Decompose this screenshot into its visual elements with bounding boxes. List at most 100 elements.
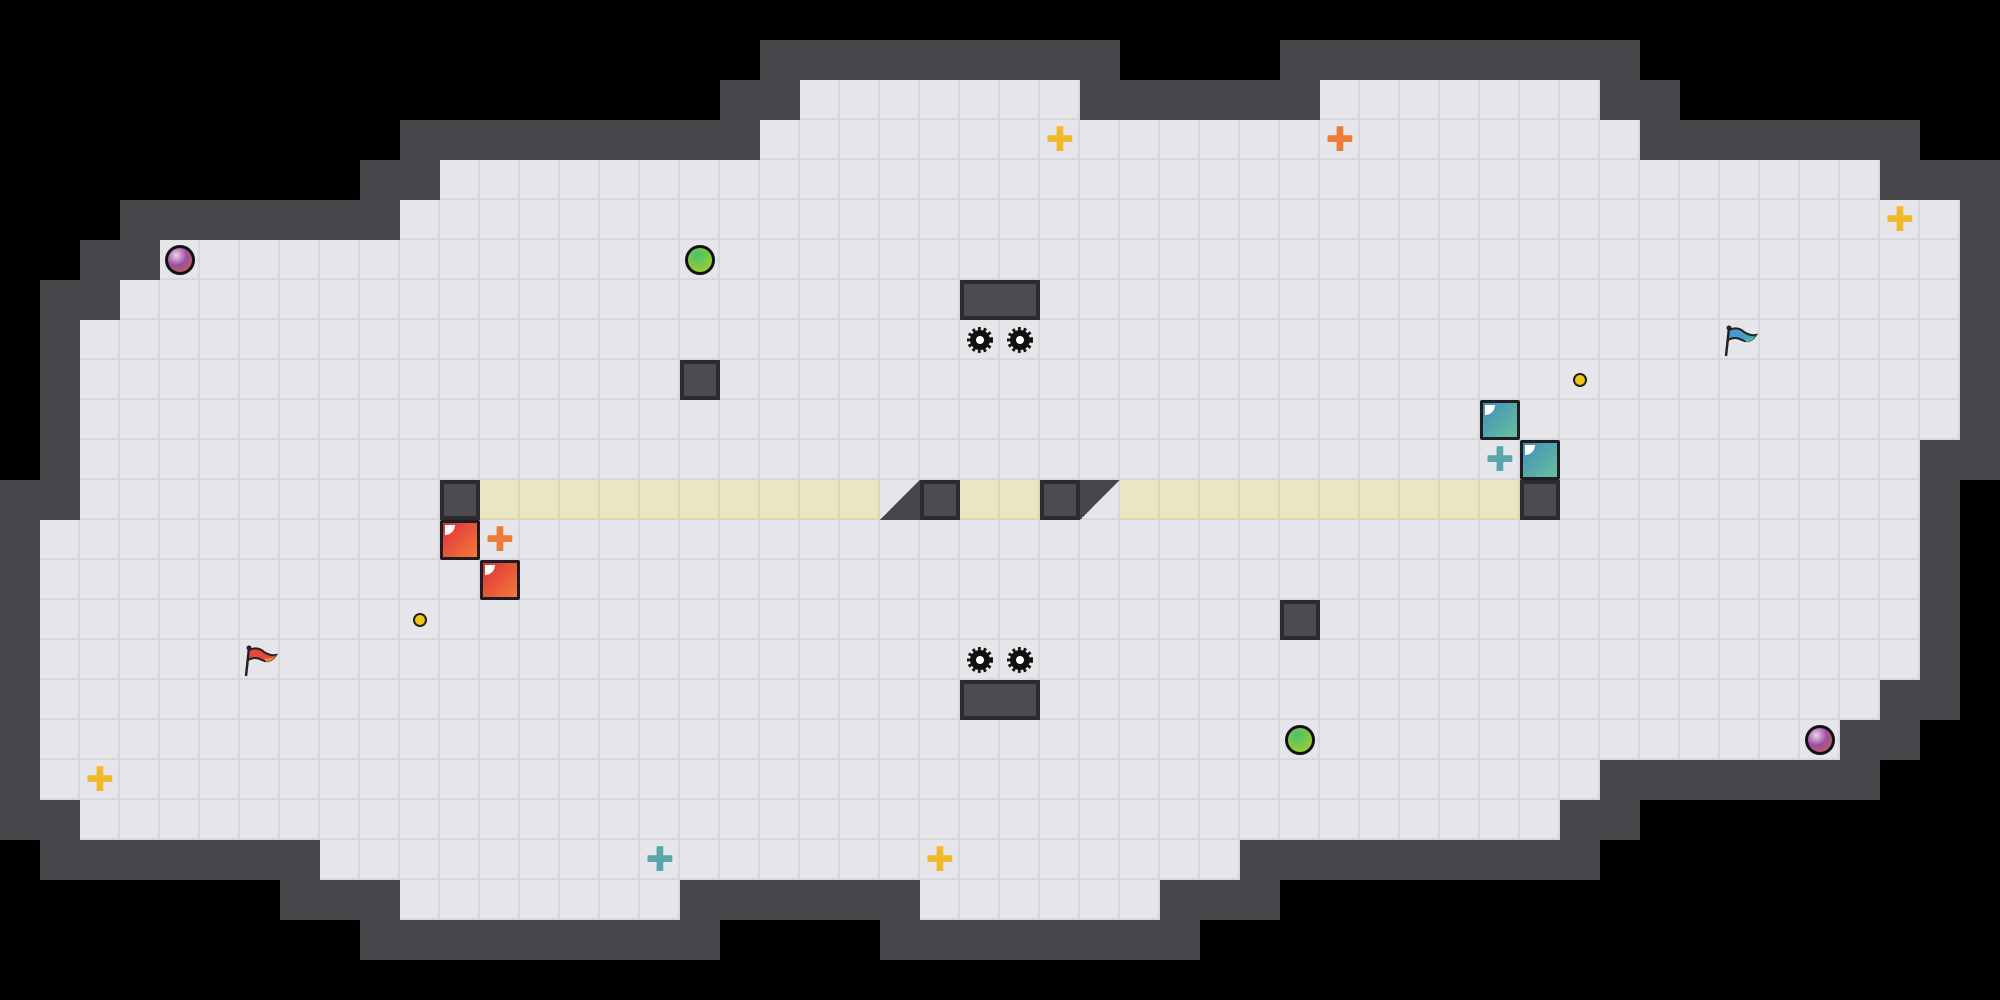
wall-tile bbox=[1800, 760, 1840, 800]
teal-crate[interactable] bbox=[1520, 440, 1560, 480]
floor-tile bbox=[1360, 440, 1400, 480]
spike-gear-icon bbox=[960, 320, 1000, 360]
wall-tile bbox=[200, 200, 240, 240]
floor-tile bbox=[840, 800, 880, 840]
floor-tile bbox=[480, 800, 520, 840]
floor-tile bbox=[240, 600, 280, 640]
floor-tile bbox=[800, 400, 840, 440]
floor-tile bbox=[880, 280, 920, 320]
floor-tile bbox=[1400, 440, 1440, 480]
move-cross-icon[interactable]: ✚ bbox=[925, 840, 955, 880]
floor-tile bbox=[1520, 360, 1560, 400]
floor-tile bbox=[160, 800, 200, 840]
floor-tile bbox=[1160, 800, 1200, 840]
floor-tile bbox=[1760, 720, 1800, 760]
floor-tile bbox=[1080, 880, 1120, 920]
floor-tile bbox=[560, 720, 600, 760]
floor-tile bbox=[1520, 800, 1560, 840]
floor-tile bbox=[1080, 440, 1120, 480]
green-ball-icon[interactable] bbox=[685, 245, 715, 275]
floor-tile bbox=[1680, 720, 1720, 760]
red-crate[interactable] bbox=[440, 520, 480, 560]
floor-tile bbox=[1720, 160, 1760, 200]
floor-tile bbox=[200, 520, 240, 560]
blue-flag-icon[interactable] bbox=[1720, 320, 1760, 360]
floor-tile bbox=[1200, 600, 1240, 640]
floor-tile bbox=[1880, 200, 1920, 240]
floor-tile bbox=[560, 160, 600, 200]
floor-tile bbox=[1840, 440, 1880, 480]
move-cross-icon[interactable]: ✚ bbox=[1485, 440, 1515, 480]
floor-tile bbox=[240, 320, 280, 360]
wall-tile bbox=[1560, 800, 1600, 840]
floor-tile bbox=[560, 200, 600, 240]
floor-tile bbox=[760, 440, 800, 480]
floor-tile bbox=[1280, 680, 1320, 720]
coin-icon[interactable] bbox=[413, 613, 427, 627]
bomb-orb-icon[interactable] bbox=[165, 245, 195, 275]
laser-band-tile bbox=[720, 480, 760, 520]
floor-tile bbox=[1480, 560, 1520, 600]
floor-tile bbox=[520, 440, 560, 480]
floor-tile bbox=[1040, 400, 1080, 440]
floor-tile bbox=[840, 200, 880, 240]
red-flag-icon[interactable] bbox=[240, 640, 280, 680]
floor-tile bbox=[1200, 520, 1240, 560]
floor-tile bbox=[1120, 760, 1160, 800]
move-cross-icon[interactable]: ✚ bbox=[1045, 120, 1075, 160]
floor-tile bbox=[400, 280, 440, 320]
wall-tile bbox=[600, 120, 640, 160]
floor-tile bbox=[400, 560, 440, 600]
floor-tile bbox=[360, 680, 400, 720]
floor-tile bbox=[320, 440, 360, 480]
floor-tile bbox=[720, 640, 760, 680]
floor-tile bbox=[1240, 400, 1280, 440]
floor-tile bbox=[760, 280, 800, 320]
red-crate[interactable] bbox=[480, 560, 520, 600]
floor-tile bbox=[400, 480, 440, 520]
floor-tile bbox=[1040, 240, 1080, 280]
move-cross-icon[interactable]: ✚ bbox=[1325, 120, 1355, 160]
wall-tile bbox=[1880, 680, 1920, 720]
floor-tile bbox=[440, 640, 480, 680]
coin-icon[interactable] bbox=[1573, 373, 1587, 387]
green-ball-icon[interactable] bbox=[1285, 725, 1315, 755]
floor-tile bbox=[240, 400, 280, 440]
teal-crate[interactable] bbox=[1480, 400, 1520, 440]
floor-tile bbox=[880, 200, 920, 240]
floor-tile bbox=[600, 200, 640, 240]
floor-tile bbox=[1520, 80, 1560, 120]
floor-tile bbox=[520, 520, 560, 560]
wall-tile bbox=[1520, 840, 1560, 880]
floor-tile bbox=[240, 240, 280, 280]
floor-tile bbox=[240, 720, 280, 760]
floor-tile bbox=[1680, 200, 1720, 240]
floor-tile bbox=[1040, 800, 1080, 840]
floor-tile bbox=[1880, 280, 1920, 320]
floor-tile bbox=[1840, 160, 1880, 200]
floor-tile bbox=[840, 160, 880, 200]
move-cross-icon[interactable]: ✚ bbox=[645, 840, 675, 880]
floor-tile bbox=[480, 200, 520, 240]
floor-tile bbox=[1800, 480, 1840, 520]
floor-tile bbox=[1360, 120, 1400, 160]
floor-tile bbox=[440, 880, 480, 920]
floor-tile bbox=[1840, 520, 1880, 560]
move-cross-icon[interactable]: ✚ bbox=[485, 520, 515, 560]
floor-tile bbox=[320, 680, 360, 720]
floor-tile bbox=[800, 160, 840, 200]
floor-tile bbox=[680, 400, 720, 440]
move-cross-icon[interactable]: ✚ bbox=[1885, 200, 1915, 240]
floor-tile bbox=[1720, 240, 1760, 280]
floor-tile bbox=[600, 600, 640, 640]
move-cross-icon[interactable]: ✚ bbox=[85, 760, 115, 800]
floor-tile bbox=[1680, 400, 1720, 440]
wall-tile bbox=[520, 120, 560, 160]
wall-tile bbox=[80, 240, 120, 280]
floor-tile bbox=[1840, 360, 1880, 400]
bomb-orb-icon[interactable] bbox=[1805, 725, 1835, 755]
floor-tile bbox=[40, 640, 80, 680]
floor-tile bbox=[520, 360, 560, 400]
wall-tile bbox=[40, 800, 80, 840]
